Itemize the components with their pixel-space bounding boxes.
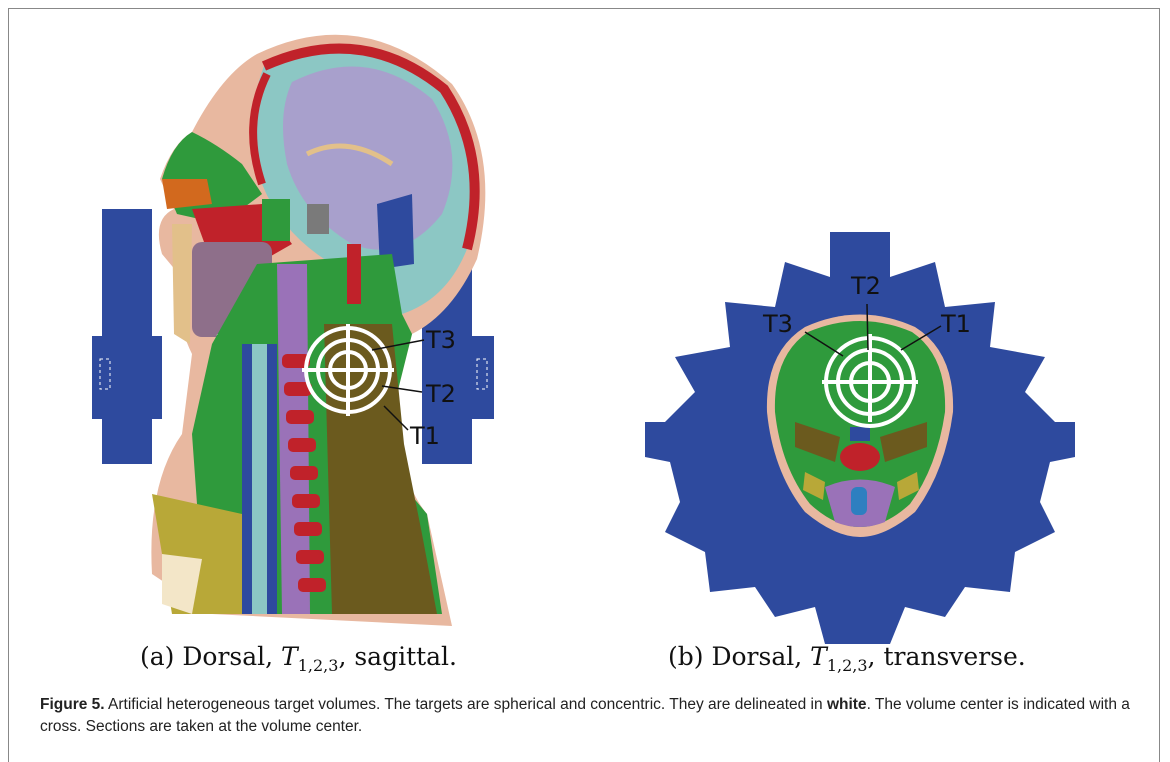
label-T1-b: T1	[940, 310, 971, 338]
figure-label: Figure 5.	[40, 696, 105, 713]
subcaption-a: (a) Dorsal, T1,2,3, sagittal.	[140, 642, 457, 675]
label-T2-b: T2	[850, 272, 881, 300]
sagittal-image: T3 T2 T1	[92, 14, 532, 634]
panel-b-transverse: T2 T3 T1	[645, 232, 1075, 644]
figure-caption: Figure 5. Artificial heterogeneous targe…	[40, 694, 1130, 738]
panel-a-sagittal: T3 T2 T1	[92, 14, 532, 634]
subcaption-b: (b) Dorsal, T1,2,3, transverse.	[668, 642, 1026, 675]
label-T1: T1	[409, 422, 440, 450]
transverse-image: T2 T3 T1	[645, 232, 1075, 644]
label-T2: T2	[425, 380, 456, 408]
label-T3: T3	[425, 326, 456, 354]
label-T3-b: T3	[762, 310, 793, 338]
